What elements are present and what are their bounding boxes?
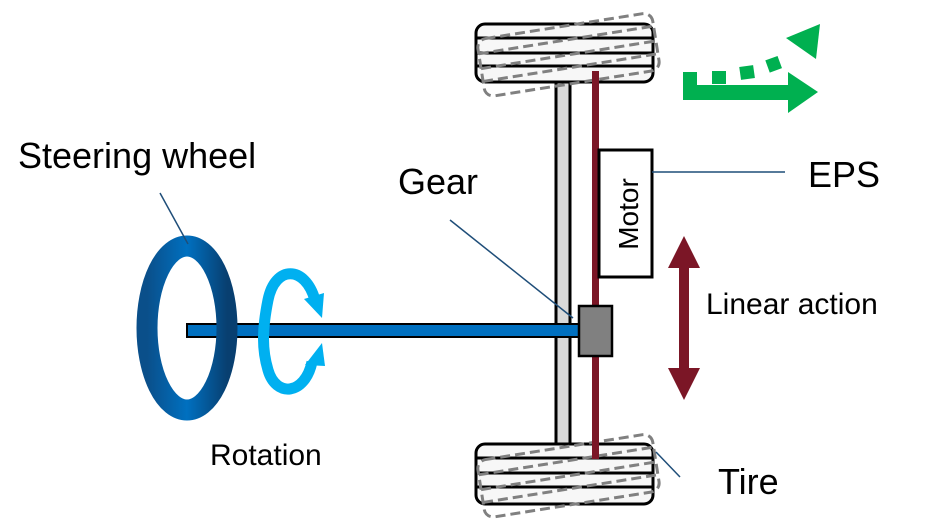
steering-shaft	[186, 323, 581, 338]
motor-box	[597, 148, 654, 279]
rack-rod	[592, 71, 599, 459]
steering-wheel-label: Steering wheel	[18, 135, 256, 176]
rotation-arrowhead-bottom	[305, 343, 325, 366]
motor-label: Motor	[613, 178, 644, 250]
bottom-tire	[474, 433, 661, 519]
linear-action-label: Linear action	[706, 288, 878, 321]
rotation-arrowhead-top	[304, 293, 324, 318]
steering-wheel	[136, 235, 238, 421]
top-tire	[474, 12, 661, 98]
linear-action-arrow-icon	[668, 236, 700, 400]
steering-wheel-leader-line	[159, 192, 189, 245]
gear-leader-line	[449, 219, 574, 319]
rotation-label: Rotation	[210, 439, 322, 472]
rotation-arrow-icon	[258, 268, 321, 395]
axle	[554, 78, 572, 450]
eps-label: EPS	[808, 154, 880, 195]
gear-box	[577, 304, 614, 358]
tire-label: Tire	[718, 461, 779, 502]
direction-arrow-straight-icon	[683, 72, 818, 113]
tire-leader-line	[655, 451, 681, 478]
gear-label: Gear	[398, 161, 478, 202]
direction-arrow-turn-icon	[712, 24, 820, 84]
